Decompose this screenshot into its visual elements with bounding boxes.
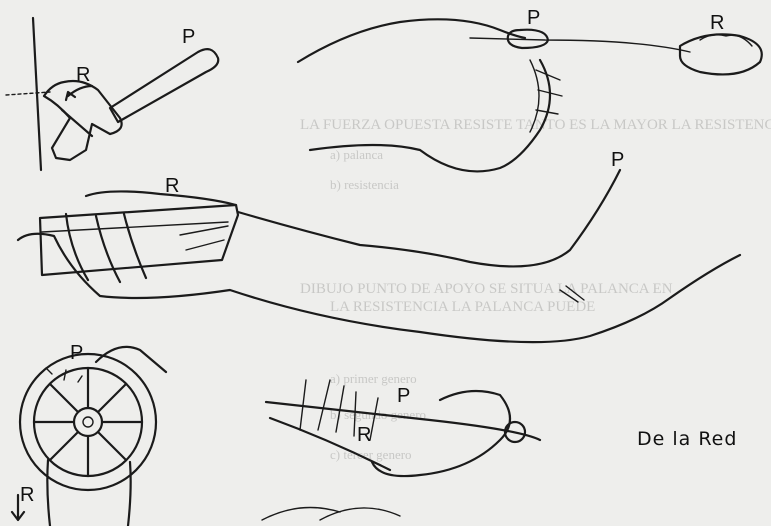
wall-board-line [33,18,41,170]
hand-palm-outline [310,60,550,171]
block-shading [180,226,228,250]
label-r-wheel: R [20,485,34,505]
spoon-hand-illustration [298,19,762,171]
label-p-arm: P [611,150,624,170]
forearm-lower-outline [18,234,740,342]
wheel-spokes [34,368,142,476]
arrowhead [66,92,75,100]
label-p-wheel: P [70,343,83,363]
hand-top-outline [298,19,525,62]
hammer-head [44,81,122,160]
wheel-axle [83,417,93,427]
spoon-handle [470,38,690,52]
wheel-illustration [12,347,166,526]
label-r-spoon: R [710,13,724,33]
spoon-bowl [680,34,762,74]
nail-shank [6,92,50,95]
hammer-handle [110,49,218,122]
elbow-hatching [560,286,584,302]
block-top-edge [42,222,228,232]
hand-outline [372,391,510,476]
arm-block-illustration [18,170,740,342]
label-r-knife: R [357,425,371,445]
ground-lines [262,508,400,521]
forearm-upper-outline [238,170,620,266]
knife-spine [266,402,540,440]
label-r-hammer: R [76,65,90,85]
label-r-arm: R [165,176,179,196]
thumb-outline [86,191,236,205]
label-p-knife: P [397,386,410,406]
artist-signature: De la Red [637,430,737,449]
label-p-hammer: P [182,27,195,47]
label-p-spoon: P [527,8,540,28]
